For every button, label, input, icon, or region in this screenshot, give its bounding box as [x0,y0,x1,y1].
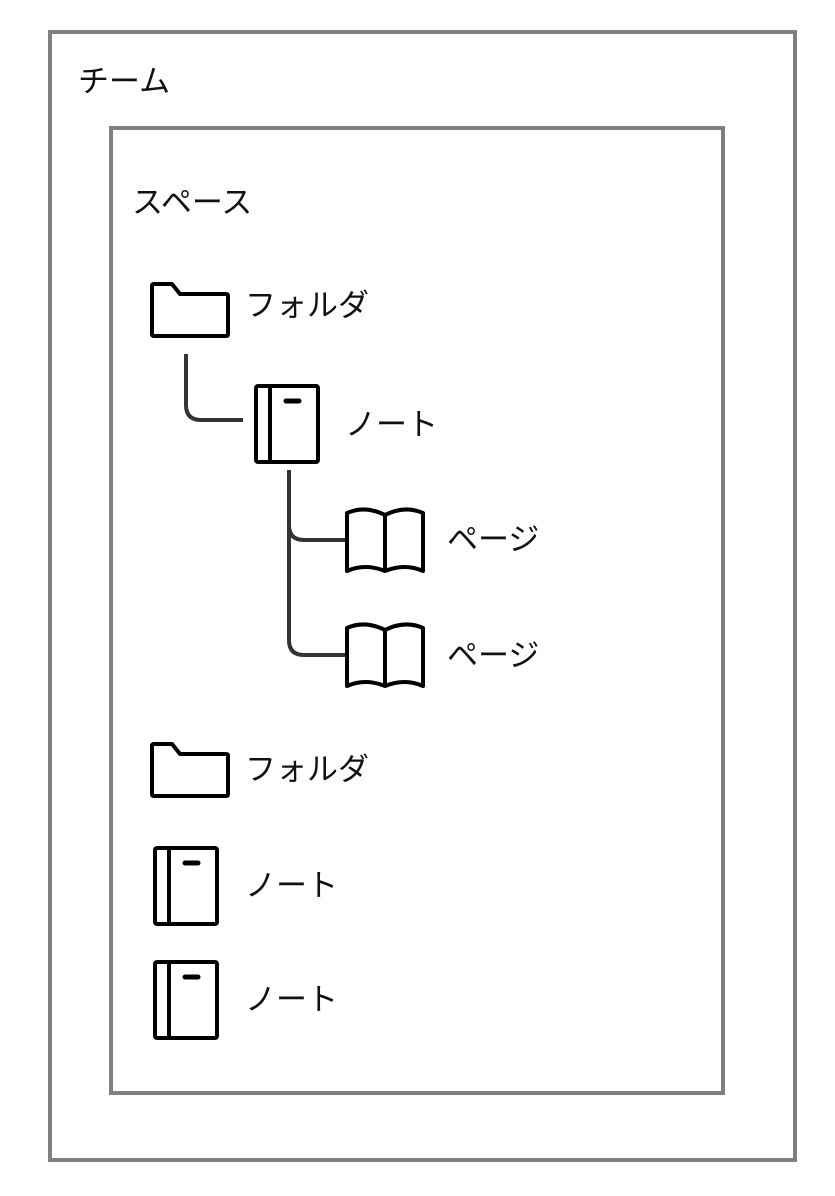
folder-label: フォルダ [245,752,369,788]
note-label: ノート [345,407,438,443]
team-container [48,30,797,1162]
space-container [109,126,725,1095]
open-book-icon [345,622,425,688]
folder-icon [150,282,230,338]
notebook-icon [153,846,219,926]
page-label: ページ [447,638,540,674]
note-label: ノート [245,982,338,1018]
notebook-icon [153,960,219,1040]
team-label: チーム [78,64,171,100]
notebook-icon [254,384,320,464]
space-label: スペース [132,185,253,221]
folder-label: フォルダ [245,288,369,324]
open-book-icon [345,507,425,573]
page-label: ページ [447,522,540,558]
note-label: ノート [245,868,338,904]
folder-icon [150,742,230,798]
